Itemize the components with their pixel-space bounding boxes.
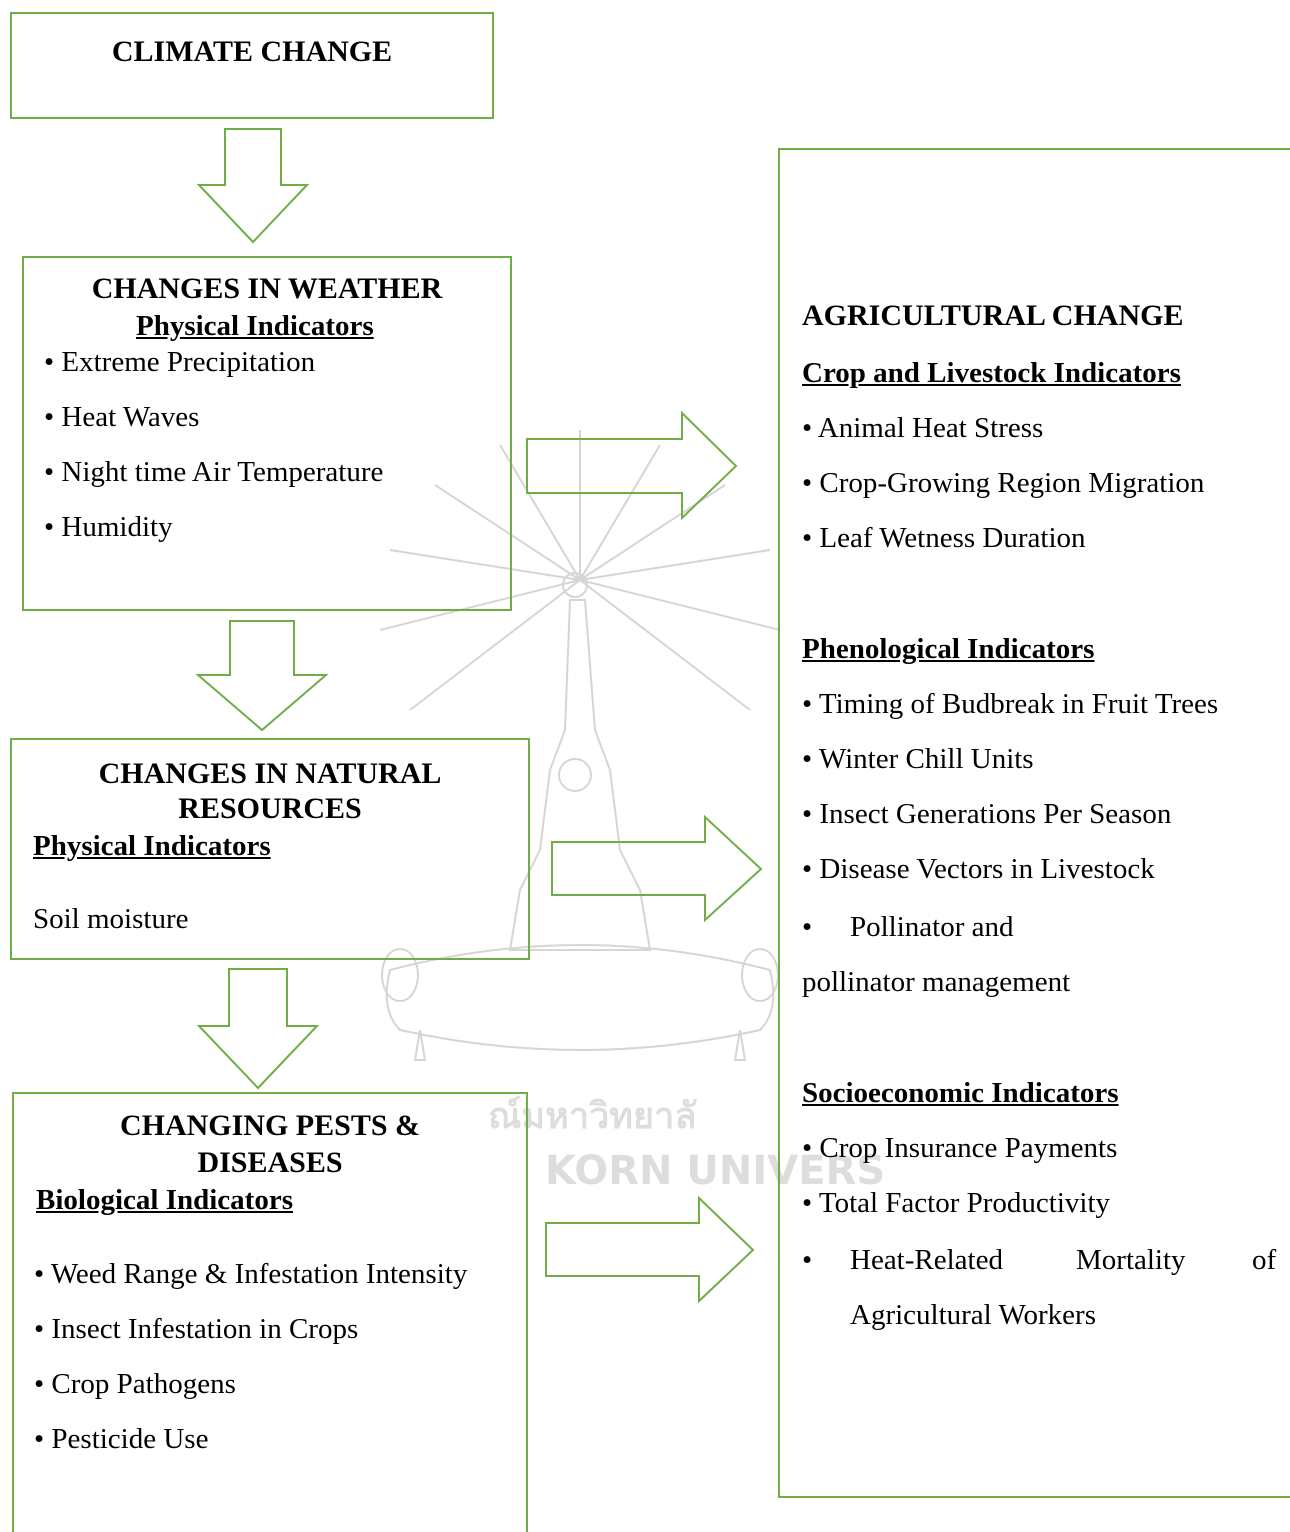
natural-resources-title-line2: RESOURCES: [178, 792, 362, 825]
right-arrow-3: [545, 1195, 755, 1304]
pheno-item: • Timing of Budbreak in Fruit Trees: [802, 688, 1219, 720]
agricultural-change-box: AGRICULTURAL CHANGE Crop and Livestock I…: [778, 148, 1290, 1498]
pests-item: • Crop Pathogens: [34, 1368, 236, 1400]
heat-line2: Agricultural Workers: [850, 1299, 1096, 1331]
down-arrow-1: [196, 128, 310, 244]
crop-livestock-subtitle: Crop and Livestock Indicators: [802, 357, 1181, 389]
pests-item: • Pesticide Use: [34, 1423, 209, 1455]
pests-item: • Weed Range & Infestation Intensity: [34, 1258, 468, 1290]
pests-subtitle: Biological Indicators: [36, 1184, 293, 1216]
pests-diseases-box: CHANGING PESTS & DISEASES Biological Ind…: [12, 1092, 528, 1532]
pollinator-line1: Pollinator and: [850, 911, 1014, 943]
soil-moisture-text: Soil moisture: [33, 903, 189, 935]
watermark-latin-text: KORN UNIVERS: [545, 1148, 886, 1194]
weather-item: • Night time Air Temperature: [44, 456, 384, 488]
weather-title: CHANGES IN WEATHER: [91, 272, 443, 305]
weather-item: • Humidity: [44, 511, 173, 543]
watermark-thai-text: ณ์มหาวิทยาลั: [488, 1096, 697, 1137]
weather-subtitle: Physical Indicators: [136, 310, 374, 342]
weather-box: CHANGES IN WEATHER Physical Indicators •…: [22, 256, 512, 611]
pests-title-line2: DISEASES: [197, 1146, 343, 1179]
climate-change-title: CLIMATE CHANGE: [111, 35, 393, 68]
agricultural-change-title: AGRICULTURAL CHANGE: [802, 299, 1184, 332]
heat-word-3: of: [1252, 1244, 1277, 1276]
pheno-item: • Winter Chill Units: [802, 743, 1034, 775]
natural-resources-title-line1: CHANGES IN NATURAL: [98, 757, 442, 790]
pollinator-line2: pollinator management: [802, 966, 1071, 998]
heat-word-1: Heat-Related: [850, 1244, 1003, 1276]
weather-item: • Extreme Precipitation: [44, 346, 316, 378]
heat-bullet: •: [802, 1244, 813, 1276]
pests-title-line1: CHANGING PESTS &: [119, 1109, 421, 1142]
crop-item: • Leaf Wetness Duration: [802, 522, 1086, 554]
pests-item: • Insect Infestation in Crops: [34, 1313, 359, 1345]
socioeconomic-subtitle: Socioeconomic Indicators: [802, 1077, 1119, 1109]
phenological-subtitle: Phenological Indicators: [802, 633, 1095, 665]
natural-resources-box: CHANGES IN NATURAL RESOURCES Physical In…: [10, 738, 530, 960]
climate-change-box: CLIMATE CHANGE: [10, 12, 494, 119]
socio-item: • Crop Insurance Payments: [802, 1132, 1118, 1164]
pheno-item: • Disease Vectors in Livestock: [802, 853, 1155, 885]
pollinator-bullet: •: [802, 911, 813, 943]
heat-word-2: Mortality: [1076, 1244, 1186, 1276]
weather-item: • Heat Waves: [44, 401, 200, 433]
crop-item: • Animal Heat Stress: [802, 412, 1044, 444]
natural-resources-subtitle: Physical Indicators: [33, 830, 271, 862]
down-arrow-3: [196, 968, 320, 1090]
down-arrow-2: [195, 620, 329, 732]
right-arrow-1: [526, 410, 738, 521]
sun-rays: [379, 430, 781, 711]
right-arrow-2: [551, 814, 763, 923]
socio-item: • Total Factor Productivity: [802, 1187, 1111, 1219]
crop-item: • Crop-Growing Region Migration: [802, 467, 1205, 499]
pheno-item: • Insect Generations Per Season: [802, 798, 1172, 830]
